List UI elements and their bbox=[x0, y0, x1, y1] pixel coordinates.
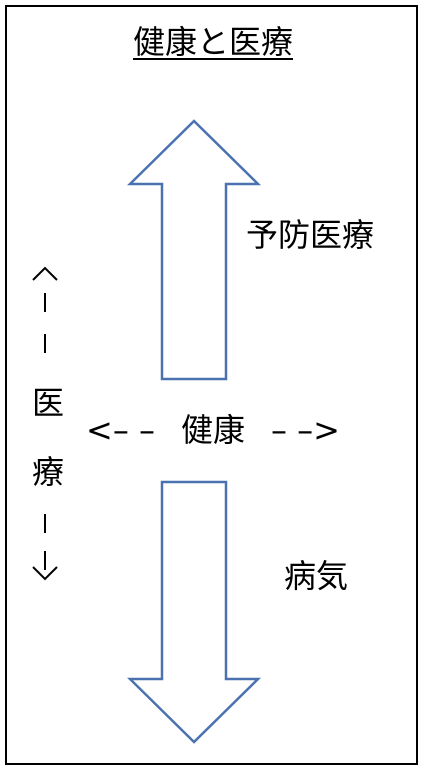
up-arrow bbox=[126, 119, 262, 381]
health-axis: <– – 健康 – –> bbox=[0, 408, 426, 452]
vertical-arrow-up bbox=[32, 266, 58, 353]
preventive-medicine-label: 予防医療 bbox=[246, 216, 375, 254]
left-dashed-arrow: <– – bbox=[86, 411, 155, 449]
diagram-title: 健康と医療 bbox=[132, 23, 293, 61]
diagram-frame bbox=[5, 5, 418, 765]
vertical-arrow-down bbox=[32, 514, 58, 581]
medical-label-char-1: 医 bbox=[31, 384, 64, 422]
down-arrow bbox=[126, 480, 262, 744]
medical-label-char-2: 療 bbox=[31, 453, 64, 491]
health-label: 健康 bbox=[180, 411, 245, 449]
right-dashed-arrow: – –> bbox=[271, 411, 340, 449]
illness-label: 病気 bbox=[284, 557, 349, 595]
